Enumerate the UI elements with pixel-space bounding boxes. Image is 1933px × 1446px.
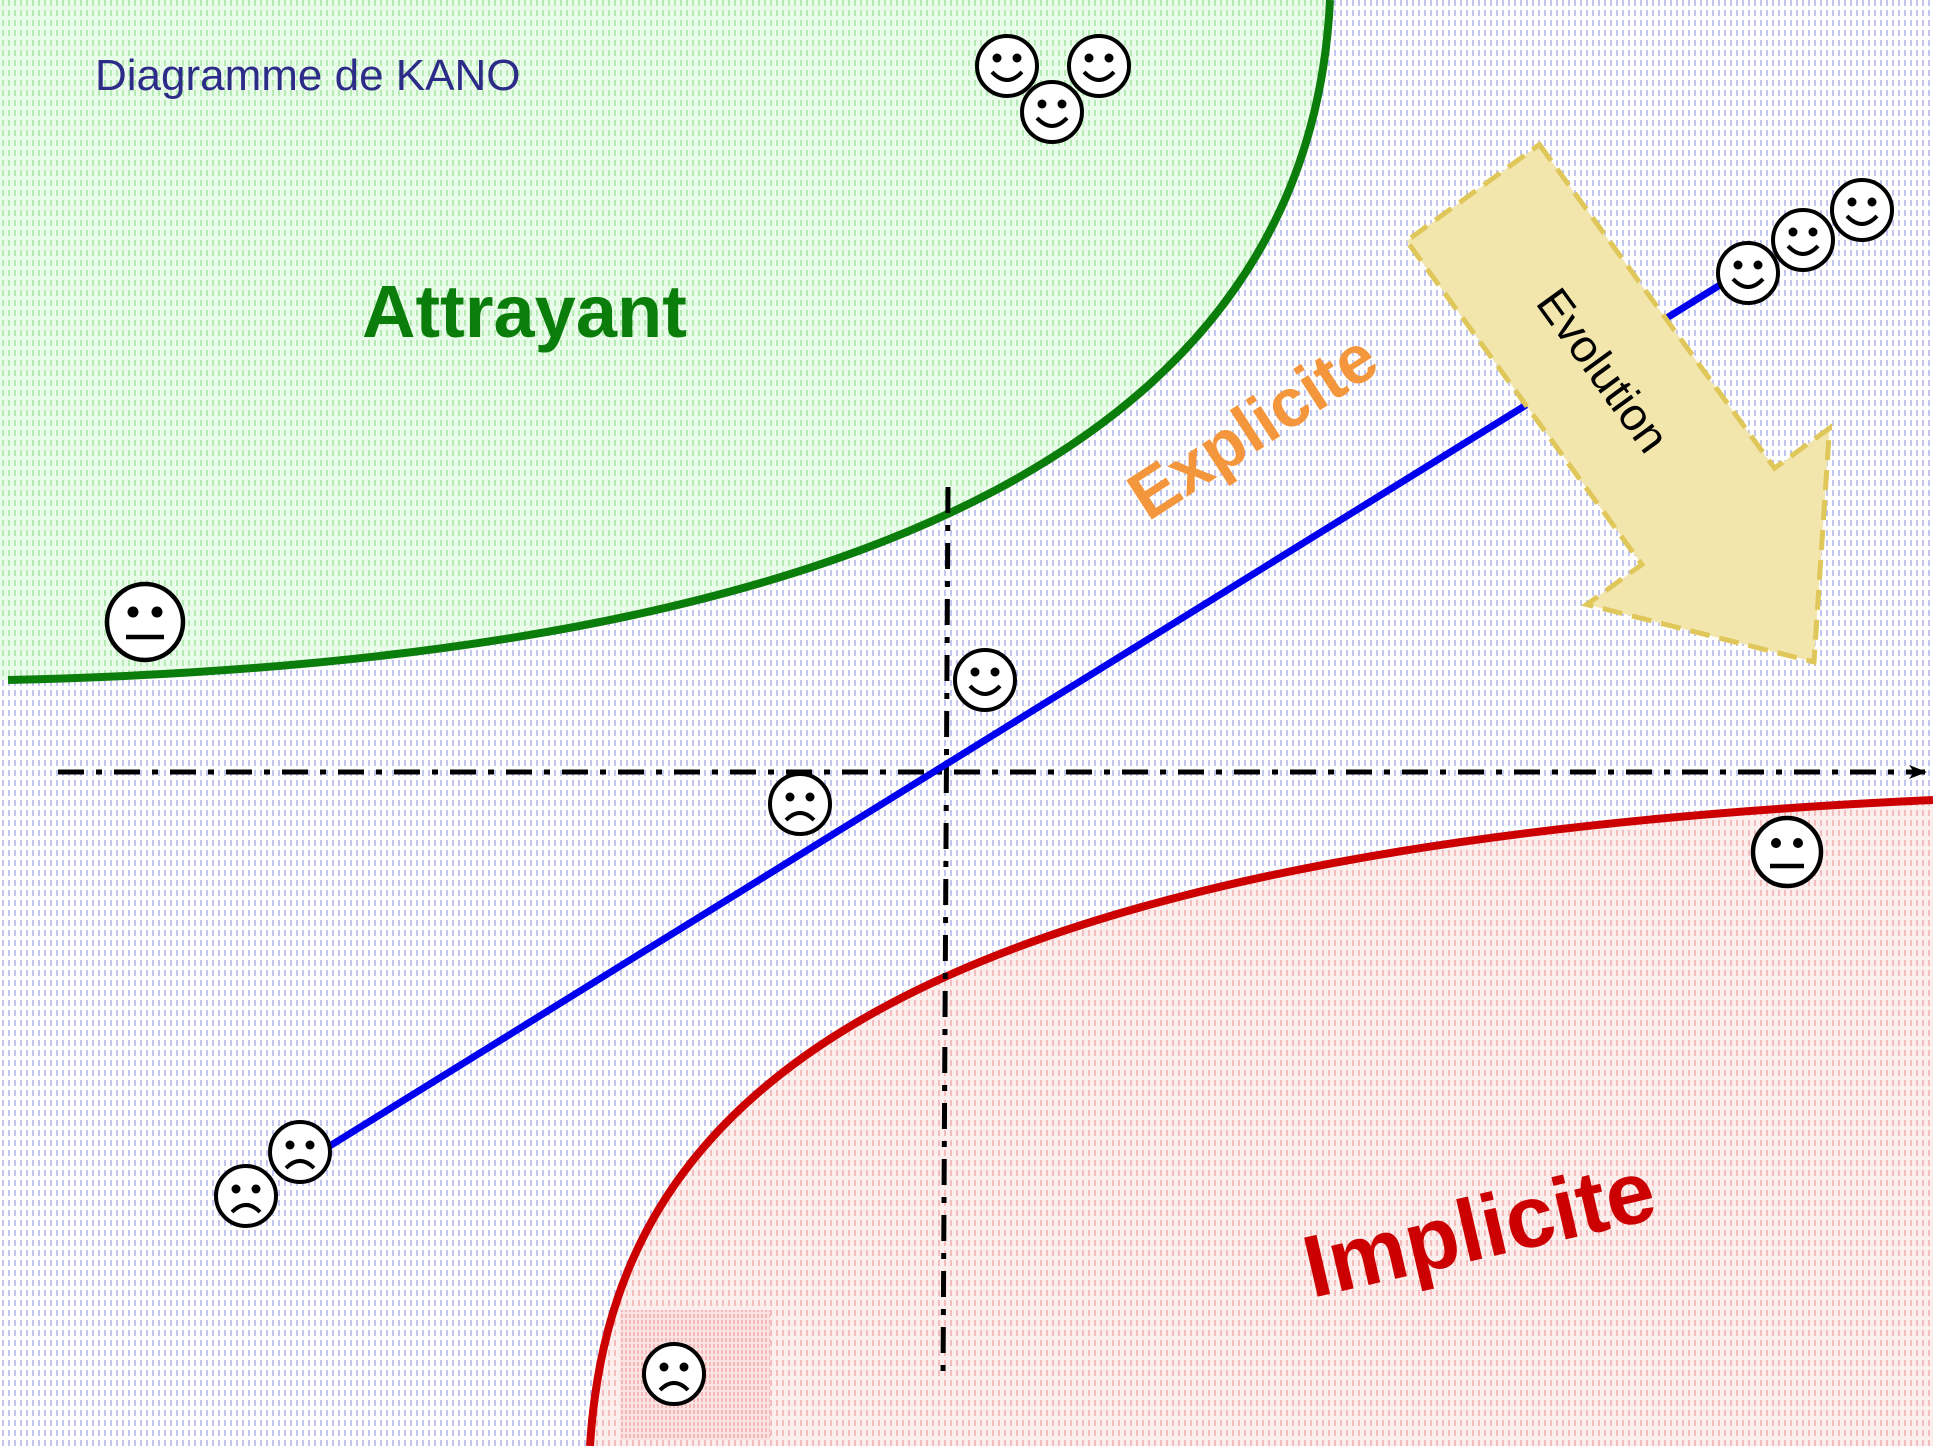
sad-face-icon: [214, 1164, 278, 1228]
happy-face-icon: [1020, 80, 1084, 144]
sad-face-icon: [768, 772, 832, 836]
attractive-curve: [7, 0, 1334, 684]
neutral-face-icon: [1750, 815, 1824, 889]
happy-face-icon: [1771, 208, 1835, 272]
vertical-axis: [940, 486, 951, 1381]
attractive-region: [0, 0, 1330, 680]
diagram-title: Diagramme de KANO: [95, 51, 520, 100]
happy-face-icon: [1830, 178, 1894, 242]
implicit-region: [590, 800, 1933, 1446]
attractive-label: Attrayant: [362, 270, 687, 353]
sad-face-icon: [642, 1342, 706, 1406]
happy-face-icon: [1716, 241, 1780, 305]
sad-face-icon: [268, 1120, 332, 1184]
implicit-curve: [586, 796, 1933, 1446]
explicit-line: [318, 282, 1722, 1155]
happy-face-icon: [975, 34, 1039, 98]
happy-face-icon: [1067, 34, 1131, 98]
neutral-face-icon: [104, 581, 186, 663]
happy-face-icon: [953, 648, 1017, 712]
evolution-arrow: Evolution: [1403, 141, 1833, 666]
